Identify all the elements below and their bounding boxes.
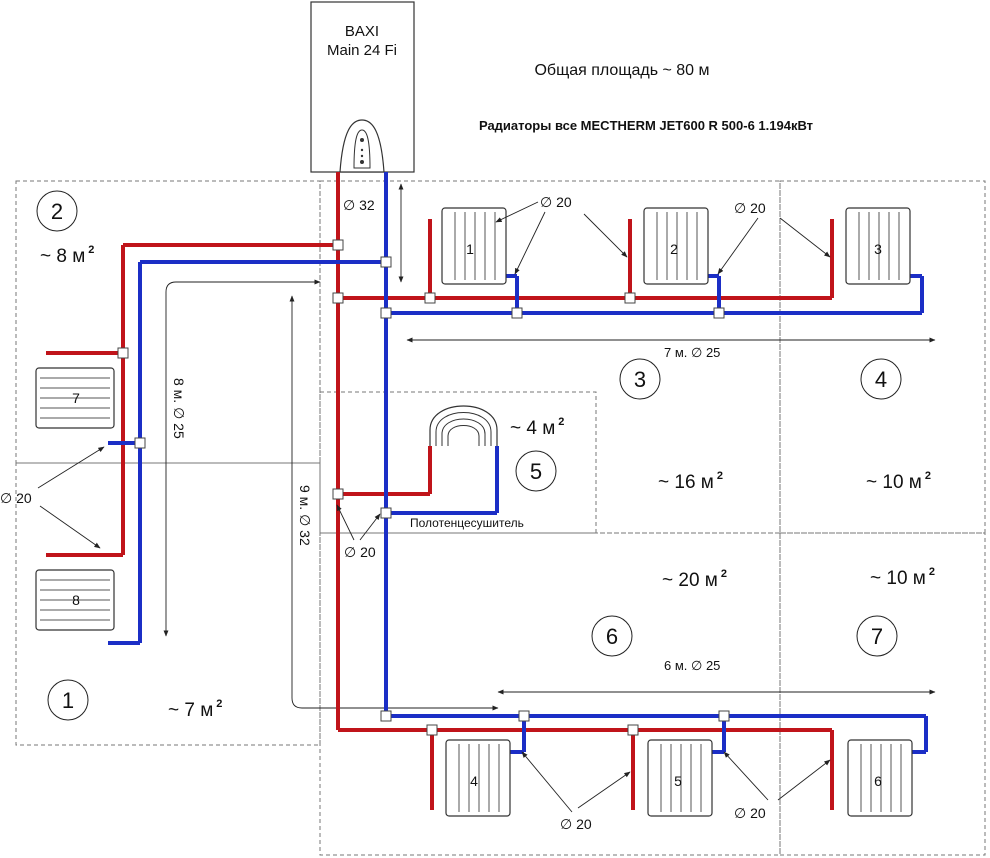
branch-label-bottom-1: ∅ 20: [560, 816, 592, 832]
branch-label-dryer: ∅ 20: [344, 544, 376, 560]
room-7-number: 7: [871, 624, 883, 649]
room-5-number: 5: [530, 459, 542, 484]
room-6-number: 6: [606, 624, 618, 649]
room-1-number: 1: [62, 688, 74, 713]
supply-pipes: [46, 172, 834, 810]
radiator-2-label: 2: [670, 241, 678, 257]
room-3-number: 3: [634, 367, 646, 392]
room-markers: 2 3 4 5 6 7 1: [36, 190, 902, 721]
radiator-1-label: 1: [466, 241, 474, 257]
radiator-2: 2: [643, 207, 709, 285]
radiator-3: 3: [845, 207, 911, 285]
room-4-number: 4: [875, 367, 887, 392]
bottom-run-label: 6 м. ∅ 25: [664, 658, 720, 673]
radiator-3-label: 3: [874, 241, 882, 257]
towel-dryer-label: Полотенцесушитель: [410, 516, 524, 530]
branch-label-left: ∅ 20: [0, 490, 32, 506]
radiator-6-label: 6: [874, 773, 882, 789]
radiator-6: 6: [847, 739, 913, 817]
top-run-label: 7 м. ∅ 25: [664, 345, 720, 360]
radiators-note: Радиаторы все MECTHERM JET600 R 500-6 1.…: [479, 118, 813, 133]
dimension-lines: [163, 183, 936, 711]
room-2-number: 2: [51, 199, 63, 224]
leader-lines: [37, 201, 831, 813]
branch-label-bottom-2: ∅ 20: [734, 805, 766, 821]
radiator-7: 7: [35, 367, 115, 429]
total-area: Общая площадь ~ 80 м: [534, 62, 709, 79]
pipe-labels: ∅ 32 7 м. ∅ 25 6 м. ∅ 25 8 м. ∅ 25 9 м. …: [0, 194, 766, 832]
branch-label-top-1: ∅ 20: [540, 194, 572, 210]
room-4-outline: [779, 180, 986, 534]
radiator-1: 1: [441, 207, 507, 285]
towel-dryer: Полотенцесушитель: [410, 405, 524, 530]
branch-label-top-2: ∅ 20: [734, 200, 766, 216]
radiator-7-label: 7: [72, 390, 80, 406]
radiator-4: 4: [445, 739, 511, 817]
boiler-model: Main 24 Fi: [327, 42, 397, 59]
return-pipes: [108, 172, 928, 754]
radiator-5-label: 5: [674, 773, 682, 789]
radiator-8-label: 8: [72, 592, 80, 608]
riser-run-label: 9 м. ∅ 32: [297, 485, 313, 546]
left-run-label: 8 м. ∅ 25: [171, 378, 187, 439]
radiator-8: 8: [35, 569, 115, 631]
riser-diameter: ∅ 32: [343, 197, 375, 213]
radiator-4-label: 4: [470, 773, 478, 789]
boiler-brand: BAXI: [345, 23, 379, 40]
radiator-5: 5: [647, 739, 713, 817]
fittings: [117, 239, 730, 736]
boiler: BAXI Main 24 Fi: [310, 1, 415, 173]
